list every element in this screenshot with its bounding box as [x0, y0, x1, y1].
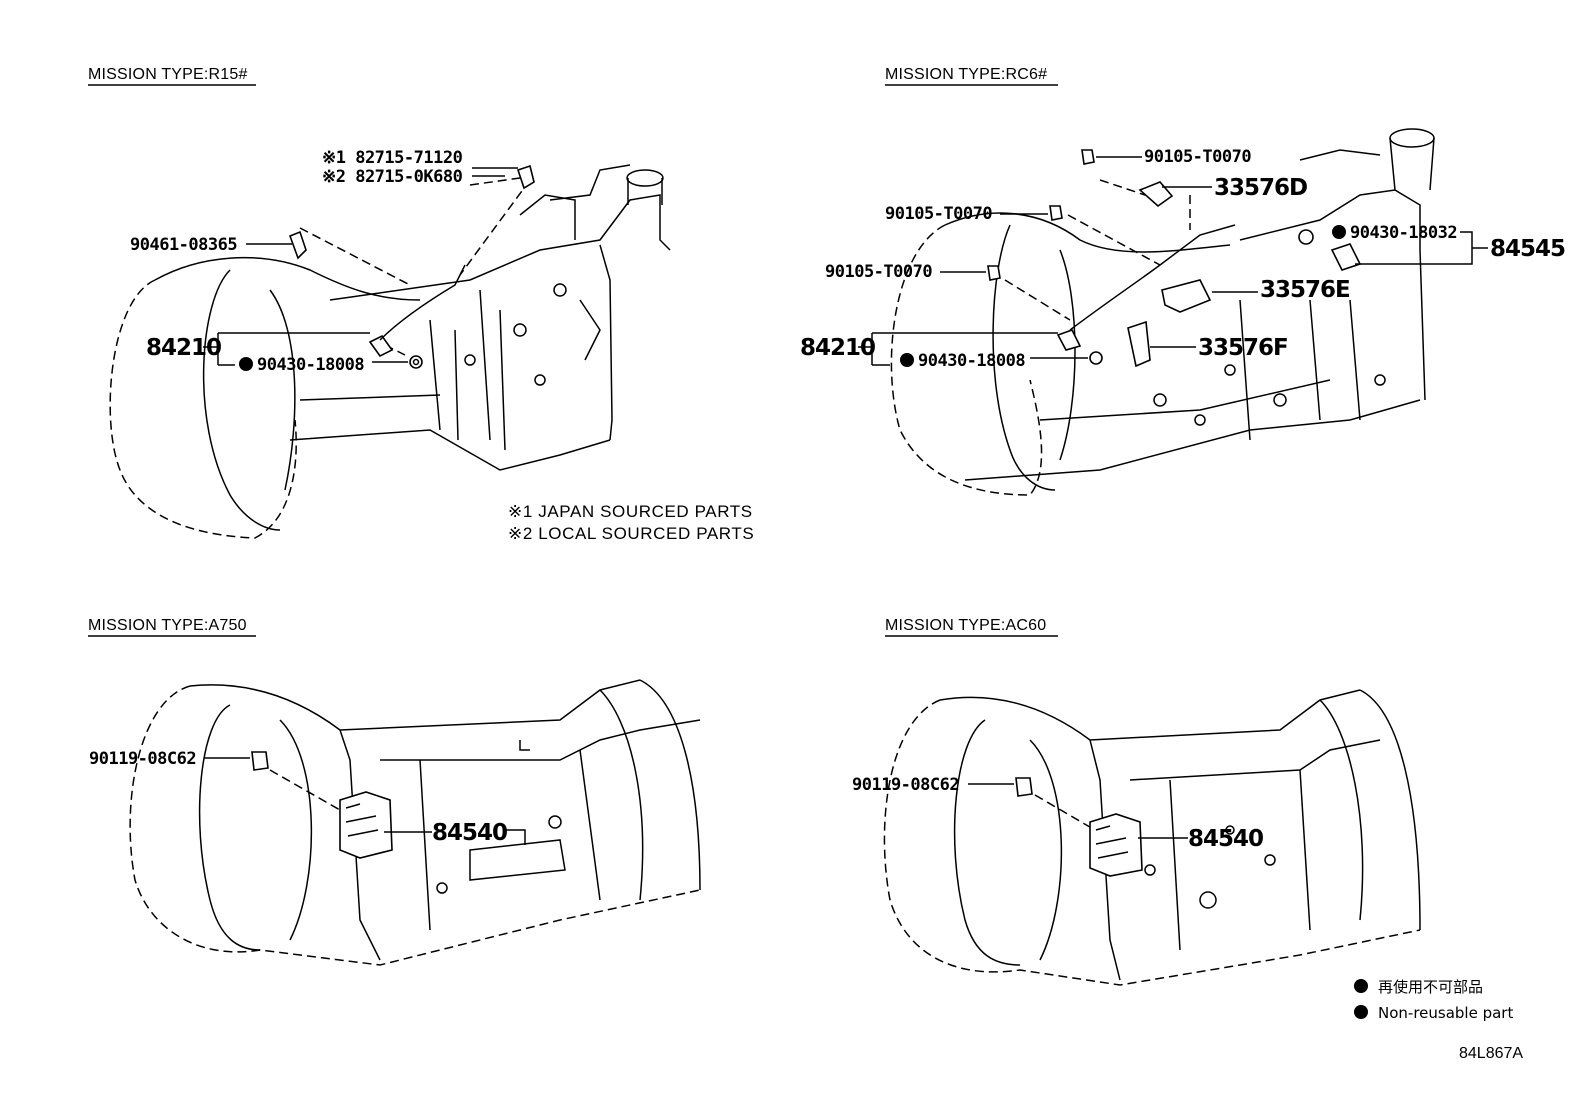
non-reusable-dot [239, 357, 253, 371]
section-ac60: MISSION TYPE:AC60 90119-08C62 84540 [852, 617, 1421, 986]
label-82715-0k680: ※2 82715-0K680 [322, 167, 463, 187]
label-90119-08c62: 90119-08C62 [89, 749, 196, 769]
section-a750: MISSION TYPE:A750 90119-08C62 84540 [88, 617, 701, 966]
legend: 再使用不可部品 Non-reusable part [1354, 978, 1513, 1022]
label-33576e: 33576E [1260, 277, 1350, 303]
label-33576d: 33576D [1214, 175, 1307, 201]
gasket-90430-b-icon [1298, 229, 1314, 245]
sensor-84210-icon [368, 334, 394, 358]
bracket-33576f-icon [1127, 320, 1151, 368]
label-82715-71120: ※1 82715-71120 [322, 148, 463, 168]
non-reusable-dot [900, 353, 914, 367]
label-90105-t0070-b: 90105-T0070 [885, 204, 992, 224]
section-title-r15: MISSION TYPE:R15# [88, 66, 248, 83]
gasket-90430-icon [1089, 351, 1103, 365]
legend-dot-icon [1354, 1005, 1368, 1019]
label-90461-08365: 90461-08365 [130, 235, 237, 255]
legend-jp: 再使用不可部品 [1378, 978, 1483, 996]
label-90430-18008: 90430-18008 [257, 355, 364, 375]
bolt-90105-a-icon [1081, 149, 1095, 165]
section-title-ac60: MISSION TYPE:AC60 [885, 617, 1046, 634]
non-reusable-dot [1332, 225, 1346, 239]
bracket-33576d-icon [1138, 181, 1174, 208]
label-84210: 84210 [800, 335, 875, 361]
bolt-90461-icon [288, 230, 307, 260]
label-84540: 84540 [1188, 826, 1263, 852]
figure-code: 84L867A [1459, 1045, 1523, 1062]
bracket-33576e-icon [1161, 279, 1212, 313]
bolt-90119-icon [251, 751, 269, 771]
section-title-a750: MISSION TYPE:A750 [88, 617, 247, 634]
section-title-rc6: MISSION TYPE:RC6# [885, 66, 1047, 83]
bolt-90105-c-icon [987, 265, 1001, 281]
label-90119-08c62: 90119-08C62 [852, 775, 959, 795]
label-84545: 84545 [1490, 236, 1565, 262]
transmission-a750-drawing [129, 679, 701, 966]
legend-en: Non-reusable part [1378, 1004, 1513, 1022]
label-84540: 84540 [432, 820, 507, 846]
sensor-84210-icon [1056, 329, 1082, 351]
bolt-90105-b-icon [1049, 205, 1063, 221]
gasket-90430-icon [409, 355, 423, 369]
label-90430-18008: 90430-18008 [918, 351, 1025, 371]
legend-dot-icon [1354, 979, 1368, 993]
transmission-r15-drawing [109, 164, 671, 539]
transmission-rc6-drawing [890, 128, 1435, 496]
bolt-90119-icon [1015, 777, 1033, 797]
section-r15: MISSION TYPE:R15# [88, 66, 754, 543]
clamp-82715-icon [516, 164, 535, 190]
switch-84545-icon [1330, 243, 1362, 271]
label-90105-t0070-c: 90105-T0070 [825, 262, 932, 282]
sensor-84540-icon [1089, 813, 1143, 877]
label-90430-18032: 90430-18032 [1350, 223, 1457, 243]
note-local-sourced: ※2 LOCAL SOURCED PARTS [508, 524, 754, 543]
sensor-84540-icon [339, 791, 393, 859]
section-rc6: MISSION TYPE:RC6# [800, 66, 1566, 496]
label-90105-t0070-a: 90105-T0070 [1144, 147, 1251, 167]
note-japan-sourced: ※1 JAPAN SOURCED PARTS [508, 502, 753, 521]
label-84210: 84210 [146, 335, 221, 361]
label-33576f: 33576F [1198, 335, 1288, 361]
